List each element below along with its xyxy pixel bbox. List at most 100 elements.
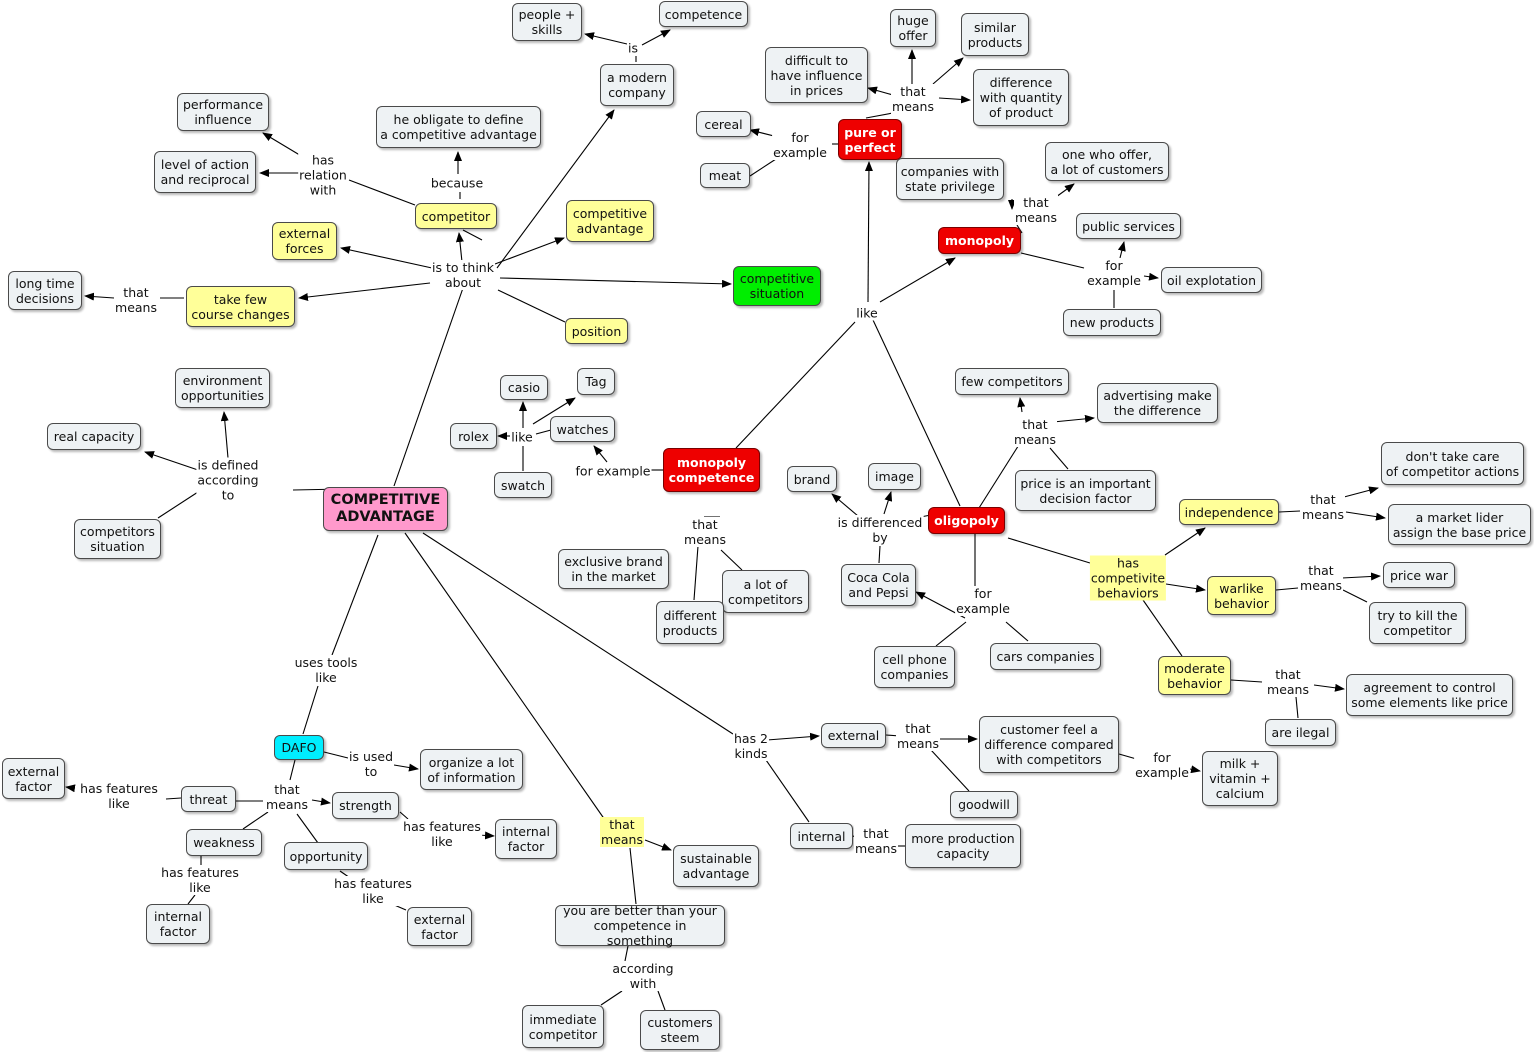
node-lot-of-competitors[interactable]: a lot of competitors [722,570,809,613]
node-monopoly-competence[interactable]: monopoly competence [663,448,760,492]
node-modern-company[interactable]: a modern company [600,64,674,106]
node-external-factor-opportunity[interactable]: external factor [407,907,472,946]
node-external-kind[interactable]: external [821,723,886,748]
node-people-skills[interactable]: people + skills [512,3,582,41]
node-advertising[interactable]: advertising make the difference [1097,383,1218,423]
node-opportunity[interactable]: opportunity [284,842,368,870]
node-take-few-course-changes[interactable]: take few course changes [186,286,295,327]
node-state-privilege[interactable]: companies with state privilege [896,158,1004,200]
node-competitor[interactable]: competitor [415,203,497,229]
node-obligate[interactable]: he obligate to define a competitive adva… [376,106,541,148]
node-swatch[interactable]: swatch [494,472,552,498]
node-position[interactable]: position [565,318,628,344]
node-market-lider[interactable]: a market lider assign the base price [1388,504,1531,545]
label-for-example-external: for example [1134,750,1190,780]
node-warlike-behavior[interactable]: warlike behavior [1207,576,1276,615]
node-weakness[interactable]: weakness [186,829,262,856]
node-organize-information[interactable]: organize a lot of information [420,749,523,790]
node-more-production[interactable]: more production capacity [905,824,1021,868]
label-that-means-mono: that means [1014,195,1058,225]
node-level-of-action[interactable]: level of action and reciprocal [154,151,256,193]
node-few-competitors[interactable]: few competitors [955,368,1069,395]
node-new-products[interactable]: new products [1063,309,1161,336]
node-exclusive-brand[interactable]: exclusive brand in the market [558,549,669,589]
node-public-services[interactable]: public services [1076,213,1181,239]
connector-line [499,277,732,288]
node-real-capacity[interactable]: real capacity [47,423,141,450]
node-cereal[interactable]: cereal [696,111,751,137]
node-brand[interactable]: brand [787,466,837,492]
node-independence[interactable]: independence [1179,499,1279,525]
node-meat[interactable]: meat [700,163,750,188]
node-huge-offer[interactable]: huge offer [890,9,936,47]
connector-line [879,257,956,303]
node-strength[interactable]: strength [332,792,399,819]
node-different-products[interactable]: different products [656,601,724,644]
node-competitive-advantage-yellow[interactable]: competitive advantage [566,200,654,242]
node-internal-factor-weakness[interactable]: internal factor [146,904,210,944]
node-price-war[interactable]: price war [1383,562,1455,588]
node-competitive-advantage[interactable]: COMPETITIVE ADVANTAGE [323,487,448,531]
node-external-forces[interactable]: external forces [272,222,337,260]
node-competitive-situation[interactable]: competitive situation [733,266,821,306]
node-customer-feel[interactable]: customer feel a difference compared with… [979,716,1119,773]
node-one-who-offer[interactable]: one who offer, a lot of customers [1045,142,1169,181]
label-for-example-mono: for example [1086,258,1142,288]
connector-line [1143,272,1159,281]
node-moderate-behavior[interactable]: moderate behavior [1158,656,1231,695]
node-goodwill[interactable]: goodwill [950,791,1018,818]
connector-line [157,491,199,519]
connector-line [496,109,615,269]
label-is-defined-according-to: is defined according to [196,457,260,503]
node-performance-influence[interactable]: performance influence [177,93,269,131]
node-difficult-influence[interactable]: difficult to have influence in prices [765,47,868,103]
node-cars-companies[interactable]: cars companies [990,643,1101,670]
node-are-ilegal[interactable]: are ilegal [1265,719,1336,746]
node-agreement[interactable]: agreement to control some elements like … [1346,674,1513,716]
node-monopoly[interactable]: monopoly [938,227,1021,254]
node-customers-steem[interactable]: customers steem [640,1010,720,1050]
node-dont-take-care[interactable]: don't take care of competitor actions [1381,442,1524,485]
node-difference-quantity[interactable]: difference with quantity of product [973,69,1069,126]
connector-line [657,990,666,1011]
label-is-to-think-about: is to think about [431,260,495,290]
node-internal-kind[interactable]: internal [790,823,853,849]
connector-line [1020,252,1085,269]
node-competence[interactable]: competence [659,1,748,27]
node-tag[interactable]: Tag [577,368,615,395]
node-competitors-situation[interactable]: competitors situation [74,519,161,559]
node-casio[interactable]: casio [500,375,548,400]
node-coca-cola-pepsi[interactable]: Coca Cola and Pepsi [841,564,916,606]
node-external-factor-threat[interactable]: external factor [2,758,65,799]
label-uses-tools-like: uses tools like [293,655,359,685]
node-price-important[interactable]: price is an important decision factor [1015,470,1156,511]
connector-line [144,451,199,471]
label-is-used-to: is used to [347,749,395,779]
connector-line [1117,241,1126,259]
node-oligopoly[interactable]: oligopoly [928,507,1005,534]
node-cell-phone[interactable]: cell phone companies [874,646,955,688]
node-immediate-competitor[interactable]: immediate competitor [522,1005,604,1048]
node-image[interactable]: image [868,463,921,490]
node-dafo[interactable]: DAFO [274,735,324,760]
label-that-means-dafo: that means [265,782,309,812]
node-milk-vitamin[interactable]: milk + vitamin + calcium [1202,751,1278,806]
connector-line [399,811,409,820]
node-environment-opportunities[interactable]: environment opportunities [175,368,270,408]
label-for-example-monopoly-competence: for example [574,463,652,479]
connector-line [393,287,464,487]
node-internal-factor-strength[interactable]: internal factor [495,819,557,859]
node-long-time-decisions[interactable]: long time decisions [8,271,82,310]
connector-line [864,161,873,303]
node-pure-or-perfect[interactable]: pure or perfect [838,119,902,160]
node-try-to-kill[interactable]: try to kill the competitor [1369,602,1466,644]
label-that-means-warlike: that means [1299,563,1343,593]
node-better-than-competence[interactable]: you are better than your competence in s… [555,903,725,948]
node-sustainable-advantage[interactable]: sustainable advantage [673,845,759,887]
node-threat[interactable]: threat [181,786,236,812]
node-oil-explotation[interactable]: oil explotation [1161,267,1262,293]
node-rolex[interactable]: rolex [450,423,497,449]
node-watches[interactable]: watches [550,416,615,442]
node-similar-products[interactable]: similar products [961,13,1029,56]
